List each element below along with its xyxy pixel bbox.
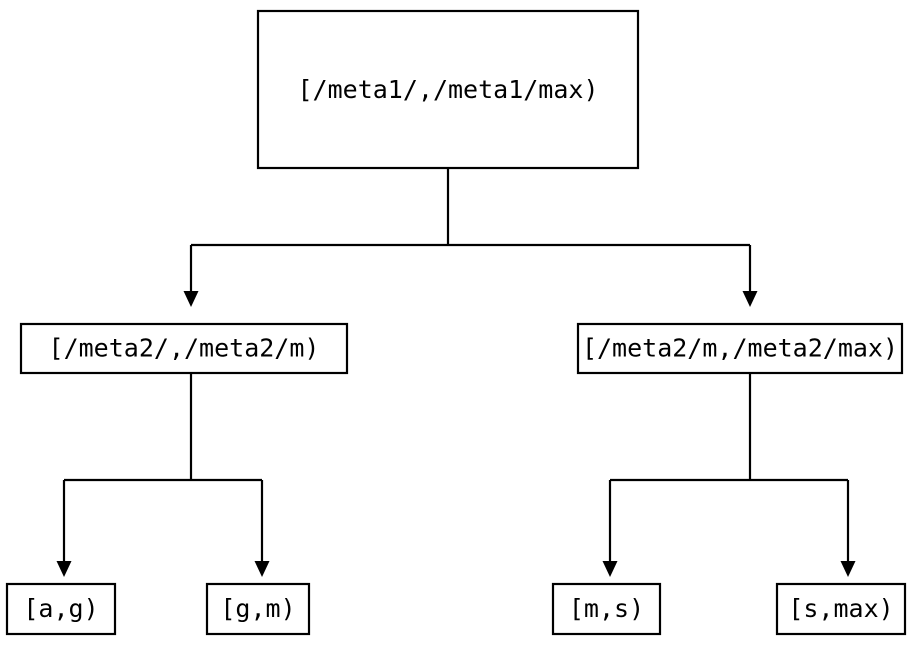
node-mid-left[interactable]: [/meta2/,/meta2/m) — [19, 322, 349, 375]
node-mid-right-box[interactable] — [576, 322, 904, 375]
node-mid-right[interactable]: [/meta2/m,/meta2/max) — [576, 322, 904, 375]
edge-group-midleft-to-leaves — [56, 373, 270, 577]
node-leaf-2[interactable]: [g,m) — [205, 582, 311, 636]
node-root-label: [/meta1/,/meta1/max) — [297, 75, 598, 104]
node-leaf-4-label: [s,max) — [788, 594, 893, 623]
arrowhead-to-leaf-1 — [56, 561, 72, 577]
node-mid-left-box[interactable] — [19, 322, 349, 375]
edge-group-midright-to-leaves — [602, 373, 856, 577]
node-leaf-3-label: [m,s) — [569, 594, 644, 623]
node-leaf-2-box[interactable] — [205, 582, 311, 636]
arrowhead-to-mid-right — [742, 291, 758, 307]
arrowhead-to-mid-left — [183, 291, 199, 307]
arrowhead-to-leaf-2 — [254, 561, 270, 577]
node-leaf-1-box[interactable] — [5, 582, 117, 636]
node-leaf-1-label: [a,g) — [23, 594, 98, 623]
node-root[interactable]: [/meta1/,/meta1/max) — [256, 9, 640, 170]
node-mid-left-label: [/meta2/,/meta2/m) — [49, 334, 320, 363]
node-mid-right-label: [/meta2/m,/meta2/max) — [582, 334, 898, 363]
node-leaf-3[interactable]: [m,s) — [551, 582, 662, 636]
edge-group-root-to-mid — [183, 168, 758, 307]
node-leaf-4-box[interactable] — [775, 582, 907, 636]
arrowhead-to-leaf-3 — [602, 561, 618, 577]
node-root-box[interactable] — [256, 9, 640, 170]
arrowhead-to-leaf-4 — [840, 561, 856, 577]
node-leaf-2-label: [g,m) — [220, 594, 295, 623]
node-leaf-1[interactable]: [a,g) — [5, 582, 117, 636]
node-leaf-4[interactable]: [s,max) — [775, 582, 907, 636]
node-leaf-3-box[interactable] — [551, 582, 662, 636]
